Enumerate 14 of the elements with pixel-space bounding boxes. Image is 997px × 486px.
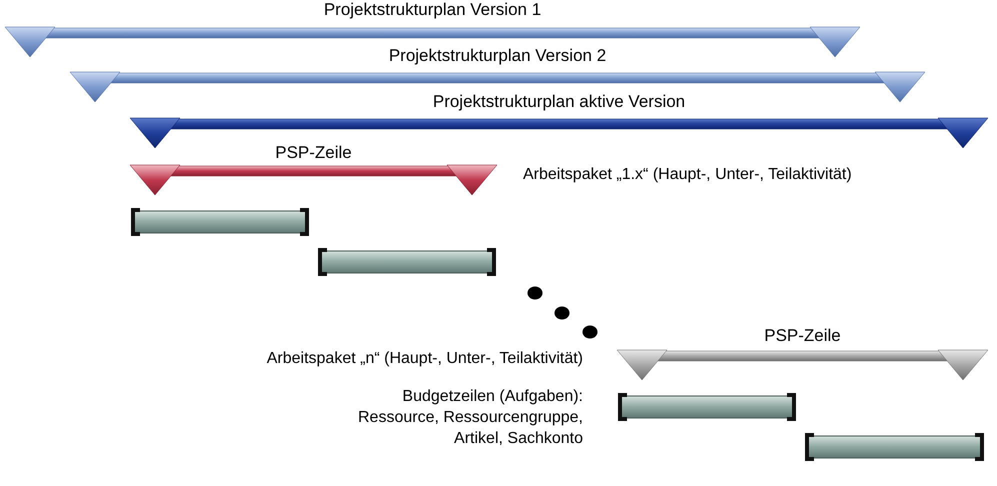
bar-title: Projektstrukturplan Version 2 <box>388 46 606 66</box>
bar-title: PSP-Zeile <box>764 326 841 346</box>
task-bar <box>317 248 497 276</box>
bar-title: PSP-Zeile <box>275 143 352 163</box>
annotation-text: Arbeitspaket „n“ (Haupt-, Unter-, Teilaktivität) <box>266 349 583 369</box>
task-bar <box>617 393 797 421</box>
bar-title: Projektstrukturplan aktive Version <box>432 92 686 112</box>
summary-bar <box>617 326 988 382</box>
annotation-text: Budgetzeilen (Aufgaben): Ressource, Ressourcengruppe, Artikel, Sachkonto <box>356 387 583 449</box>
summary-bar <box>130 143 497 197</box>
bar-title: Projektstrukturplan Version 1 <box>324 0 542 20</box>
annotation-text: Arbeitspaket „1.x“ (Haupt-, Unter-, Teilaktivität) <box>523 165 852 185</box>
task-bar <box>804 433 985 461</box>
task-bar <box>130 208 310 236</box>
